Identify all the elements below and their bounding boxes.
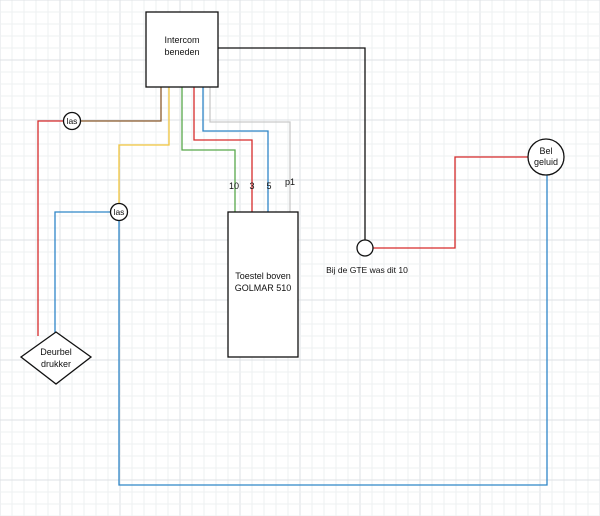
- wire-blue-5: [202, 87, 269, 212]
- wire-red-3: [193, 87, 253, 212]
- terminal-p1-label: p1: [285, 177, 295, 187]
- intercom-label-line2: beneden: [164, 47, 199, 57]
- deurbel-label-line1: Deurbel: [40, 347, 72, 357]
- gte-note: Bij de GTE was dit 10: [326, 265, 408, 275]
- toestel-box: Toestel boven GOLMAR 510: [227, 211, 299, 358]
- gte-connector: Bij de GTE was dit 10: [326, 239, 408, 275]
- bel-label-line1: Bel: [539, 146, 552, 156]
- wire-blue-doorbell: [54, 211, 111, 336]
- wire-red-doorbell: [37, 120, 64, 336]
- wire-red-bell: [373, 156, 528, 249]
- wire-green-10: [181, 87, 236, 212]
- toestel-label-line2: GOLMAR 510: [235, 283, 292, 293]
- terminal-10-label: 10: [229, 181, 239, 191]
- intercom-label-line1: Intercom: [164, 35, 199, 45]
- wire-blue-bell-return: [118, 175, 548, 486]
- bel-label-line2: geluid: [534, 157, 558, 167]
- intercom-box: Intercom beneden: [145, 11, 219, 88]
- las-mid-label: las: [114, 207, 125, 217]
- wires: [37, 47, 548, 486]
- wire-black-gte: [218, 47, 366, 240]
- deurbel-label-line2: drukker: [41, 359, 71, 369]
- deurbel-drukker: Deurbel drukker: [19, 331, 93, 385]
- las-top-label: las: [67, 116, 78, 126]
- las-top-connector: las: [62, 111, 82, 131]
- toestel-label-line1: Toestel boven: [235, 271, 291, 281]
- bel-geluid: Bel geluid: [527, 138, 565, 176]
- wire-yellow: [118, 87, 170, 204]
- las-mid-connector: las: [109, 202, 129, 222]
- wire-light-p1: [209, 87, 291, 212]
- wire-brown-intercom: [81, 87, 162, 122]
- terminal-3-label: 3: [249, 181, 254, 191]
- terminal-5-label: 5: [266, 181, 271, 191]
- terminal-labels: 10 3 5 p1: [229, 177, 295, 191]
